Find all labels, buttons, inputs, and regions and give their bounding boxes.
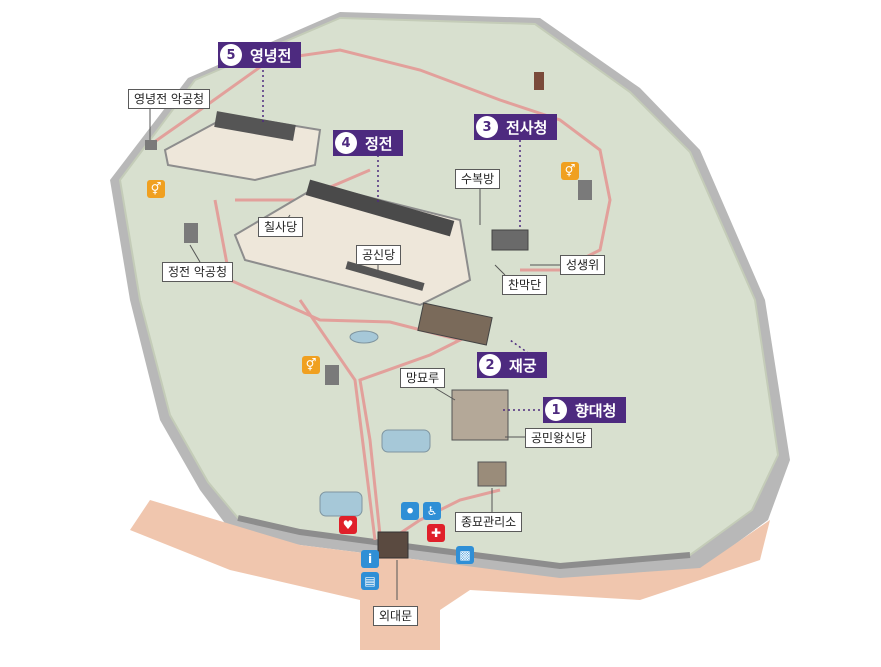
tag-jaegung: 2 재궁 [477, 352, 547, 378]
tag-hyangdaecheong: 1 향대청 [543, 397, 627, 423]
ticket-icon[interactable]: ▩ [456, 546, 474, 564]
pond [319, 491, 363, 517]
tag-label: 영녕전 [250, 46, 292, 65]
small-building [578, 180, 592, 200]
restroom-icon[interactable]: ⚥ [302, 356, 320, 374]
tag-label: 정전 [365, 134, 393, 153]
label-gongminwangsindang: 공민왕신당 [525, 428, 593, 448]
label-subokbang: 수복방 [455, 169, 501, 189]
small-building [325, 365, 339, 385]
small-building [534, 72, 544, 90]
locker-icon[interactable]: ▤ [361, 572, 379, 590]
tag-number: 4 [335, 132, 357, 154]
info-icon[interactable]: i [361, 550, 379, 568]
tag-label: 재궁 [509, 356, 537, 375]
jeongjeon-hall [305, 179, 455, 237]
ground [118, 16, 780, 568]
label-seongsaengwi: 성생위 [560, 255, 606, 275]
jaegung-building [417, 302, 493, 346]
tag-number: 2 [479, 354, 501, 376]
outside-plaza [130, 500, 770, 650]
tag-number: 5 [220, 44, 242, 66]
label-yeongnyeongjeon-akgongcheong: 영녕전 악공청 [128, 89, 211, 109]
restroom-icon[interactable]: ⚥ [561, 162, 579, 180]
label-chilsadang: 칠사당 [258, 217, 304, 237]
tag-jeonsacheong: 3 전사청 [474, 114, 558, 140]
label-chanmakdan: 찬막단 [502, 275, 548, 295]
label-mangmyoru: 망묘루 [400, 368, 446, 388]
label-jeongjeon-akgongcheong: 정전 악공청 [162, 262, 234, 282]
tag-yeongnyeongjeon: 5 영녕전 [218, 42, 302, 68]
office-building [477, 461, 507, 487]
label-jongmyo-office: 종묘관리소 [455, 512, 523, 532]
restroom-icon[interactable]: ⚥ [147, 180, 165, 198]
yeongnyeongjeon-hall [214, 111, 296, 141]
gongsindang-building [345, 261, 425, 291]
label-oedaemun: 외대문 [373, 606, 419, 626]
aed-icon[interactable]: ♥ [339, 516, 357, 534]
small-building [145, 140, 157, 150]
hyangdaecheong-building [451, 389, 509, 441]
wheelchair-icon[interactable]: ♿ [423, 502, 441, 520]
tag-number: 1 [545, 399, 567, 421]
pond [381, 429, 431, 453]
tag-label: 전사청 [506, 118, 548, 137]
tag-number: 3 [476, 116, 498, 138]
pond [349, 330, 379, 344]
label-gongsindang: 공신당 [356, 245, 402, 265]
jeonsacheong-building [491, 229, 529, 251]
tag-label: 향대청 [575, 401, 617, 420]
first-aid-icon[interactable]: ✚ [427, 524, 445, 542]
front-wall [237, 515, 691, 570]
stroller-icon[interactable]: ⚫ [401, 502, 419, 520]
small-building [184, 223, 198, 243]
tag-jeongjeon: 4 정전 [333, 130, 403, 156]
oedaemun-gate [377, 531, 409, 559]
